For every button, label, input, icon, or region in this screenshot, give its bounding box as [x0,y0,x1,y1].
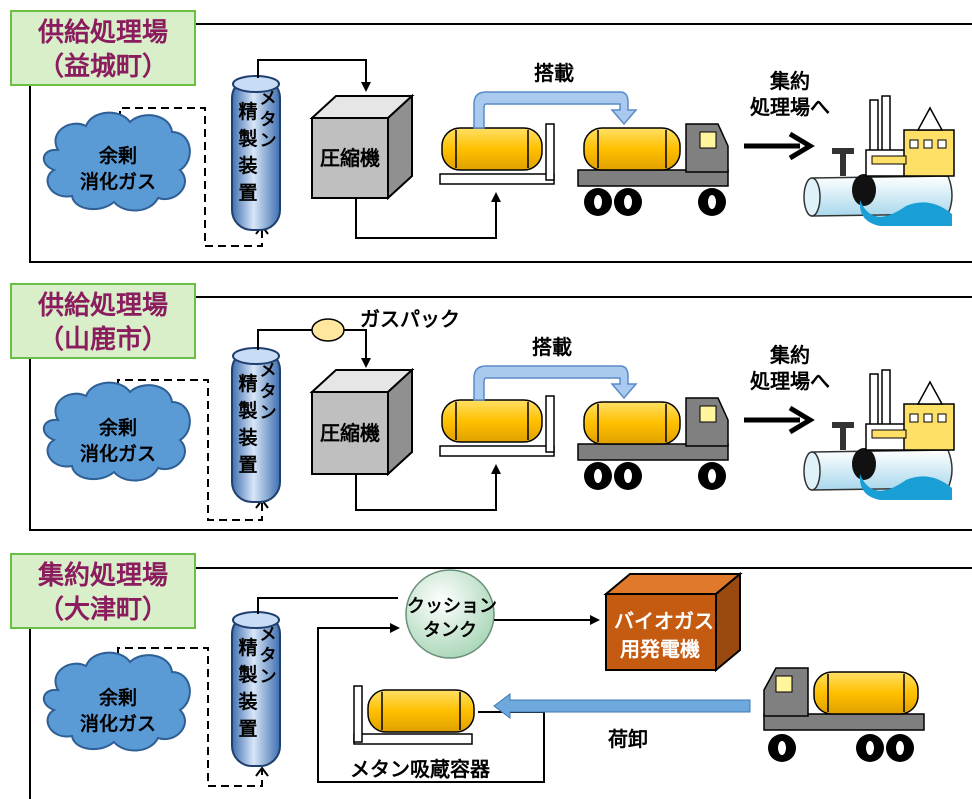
purifier-char-1: 精 [238,636,257,659]
tanker-truck [577,397,729,490]
unload-label: 荷卸 [608,727,648,751]
section2-frame [29,296,972,531]
load-arrow [473,91,638,129]
cloud-text-2: 消化ガス [80,712,156,735]
cushion-text-2: タンク [423,620,477,641]
purifier-side-3: ン [260,403,277,423]
section1: 余剰 消化ガス 精 製 装 置 メ タ ン 圧縮機 [43,59,955,247]
gas-line [257,59,371,92]
section2-title-line1: 供給処理場 [37,291,168,321]
section1-title: 供給処理場 （益城町） [10,10,196,86]
cloud-text-2: 消化ガス [80,170,156,193]
treatment-plant-icon [803,369,955,500]
tanker-truck [763,667,925,762]
cushion-tank: クッション タンク [405,569,497,659]
purifier-side-2: タ [260,646,277,666]
purifier-side-1: メ [260,89,277,109]
dest-label-1: 集約 [769,69,810,93]
cloud-text-1: 余剰 [98,144,137,167]
purifier-char-4: 置 [238,182,257,204]
compressor-label: 圧縮機 [320,421,380,445]
purifier-char-1: 精 [238,372,257,395]
generator-text-1: バイオガス [614,609,714,633]
storage-label: メタン吸蔵容器 [350,757,491,781]
purifier-side-1: メ [260,625,277,645]
gas-line [355,192,501,239]
purifier-side-3: ン [260,131,277,151]
purifier-side-2: タ [260,382,277,402]
section2-title-line2: （山鹿市） [37,325,168,355]
methane-purifier: 精 製 装 置 メ タ ン [231,347,281,503]
section3-title: 集約処理場 （大津町） [10,553,196,629]
section3-frame [29,567,972,799]
load-arrow [473,365,638,401]
gas-pack [311,318,345,342]
cushion-text-1: クッション [407,596,497,617]
gas-line [257,597,398,614]
purifier-char-2: 製 [237,128,257,150]
purifier-side-3: ン [260,667,277,687]
section3-title-line2: （大津町） [37,595,168,625]
purifier-char-3: 装 [237,154,257,177]
tanker-truck [577,123,729,216]
surplus-gas-cloud: 余剰 消化ガス [43,111,191,212]
cloud-text-2: 消化ガス [80,442,156,465]
arrow-head [255,766,269,777]
dest-arrow-head [788,131,815,161]
surplus-gas-cloud: 余剰 消化ガス [43,381,191,482]
section2-title: 供給処理場 （山鹿市） [10,283,196,359]
surplus-gas-cloud: 余剰 消化ガス [43,651,191,752]
gaspack-label: ガスパック [360,307,460,331]
purifier-char-4: 置 [238,454,257,476]
methane-purifier: 精 製 装 置 メ タ ン [231,611,281,767]
section3: 余剰 消化ガス 精 製 装 置 メ タ ン クッション タンク [43,569,925,787]
section2: 余剰 消化ガス 精 製 装 置 メ タ ン ガスパック 圧縮機 [43,307,955,521]
generator-text-2: 用発電機 [620,637,700,661]
gas-line [257,329,312,350]
treatment-plant-icon [803,95,955,226]
dest-arrow-head [788,405,815,435]
dest-label-2: 処理場へ [750,369,830,393]
gas-line [355,464,501,511]
purifier-char-3: 装 [237,426,257,449]
section3-title-line1: 集約処理場 [37,561,168,591]
purifier-char-1: 精 [238,100,257,123]
compressor: 圧縮機 [309,93,415,201]
section1-frame [29,23,972,263]
methane-storage-vessel [353,685,475,745]
cloud-text-1: 余剰 [98,416,137,439]
purifier-char-3: 装 [237,690,257,713]
gas-line [344,329,371,368]
dest-label-1: 集約 [769,343,810,367]
load-label: 搭載 [532,335,572,359]
gas-tank-cradle [439,123,555,185]
compressor-label: 圧縮機 [320,146,380,170]
methane-purifier: 精 製 装 置 メ タ ン [231,75,281,231]
cloud-text-1: 余剰 [98,686,137,709]
unload-arrow [493,693,751,719]
compressor: 圧縮機 [309,367,415,477]
purifier-char-2: 製 [237,400,257,422]
dest-label-2: 処理場へ [750,95,830,119]
biogas-generator: バイオガス 用発電機 [603,571,743,673]
load-label: 搭載 [534,61,574,85]
purifier-side-1: メ [260,361,277,381]
section1-title-line1: 供給処理場 [37,18,168,48]
purifier-char-4: 置 [238,718,257,740]
section1-title-line2: （益城町） [37,52,168,82]
gas-tank-cradle [439,395,555,457]
purifier-side-2: タ [260,110,277,130]
purifier-char-2: 製 [237,664,257,686]
